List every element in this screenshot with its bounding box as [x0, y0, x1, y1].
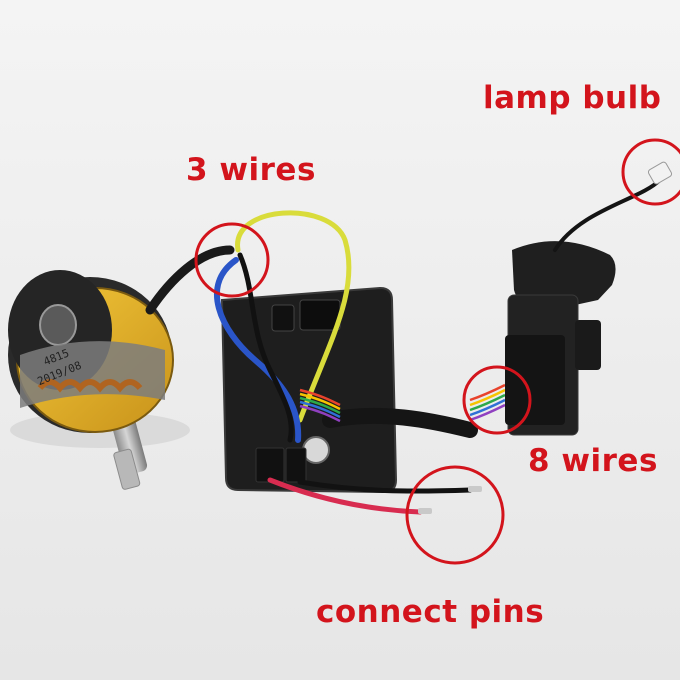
motor-bearing [39, 304, 77, 346]
switch-cable-sleeve [322, 407, 478, 438]
motor-gear [113, 448, 141, 490]
callout-circle-3-wires [194, 222, 270, 298]
trigger-head [512, 241, 616, 311]
blue-wire [214, 257, 302, 443]
motor-windings [37, 379, 143, 393]
lamp-bulb [647, 161, 673, 185]
motor-cable [145, 245, 235, 315]
motor-laminations [20, 341, 165, 408]
yellow-wire [235, 210, 352, 423]
black-power-lead [297, 479, 473, 494]
board-terminal-left [255, 447, 285, 483]
callout-circle-connect-pins [405, 465, 505, 565]
trigger-lower-block [505, 335, 565, 425]
colored-ribbon-wires [299, 383, 506, 423]
trigger-switch [505, 241, 616, 436]
label-connect-pins: connect pins [316, 594, 545, 630]
lamp-cable [553, 178, 662, 252]
trigger-forward-reverse [575, 320, 601, 370]
pin-tip-red [418, 508, 432, 514]
brushless-motor: 2019/08 4815 [8, 270, 190, 490]
label-8-wires: 8 wires [528, 443, 658, 479]
board-terminal-right [285, 447, 307, 483]
pin-tip-black [468, 486, 482, 492]
control-board [220, 286, 398, 494]
board-connector [299, 299, 341, 331]
board-button [271, 304, 295, 332]
red-power-lead [267, 477, 423, 515]
label-3-wires: 3 wires [186, 152, 316, 188]
callout-circle-8-wires [462, 365, 532, 435]
callout-circle-lamp-bulb [621, 138, 680, 206]
black-phase-wire [237, 252, 294, 443]
label-lamp-bulb: lamp bulb [483, 80, 662, 116]
board-capacitor [302, 436, 330, 464]
